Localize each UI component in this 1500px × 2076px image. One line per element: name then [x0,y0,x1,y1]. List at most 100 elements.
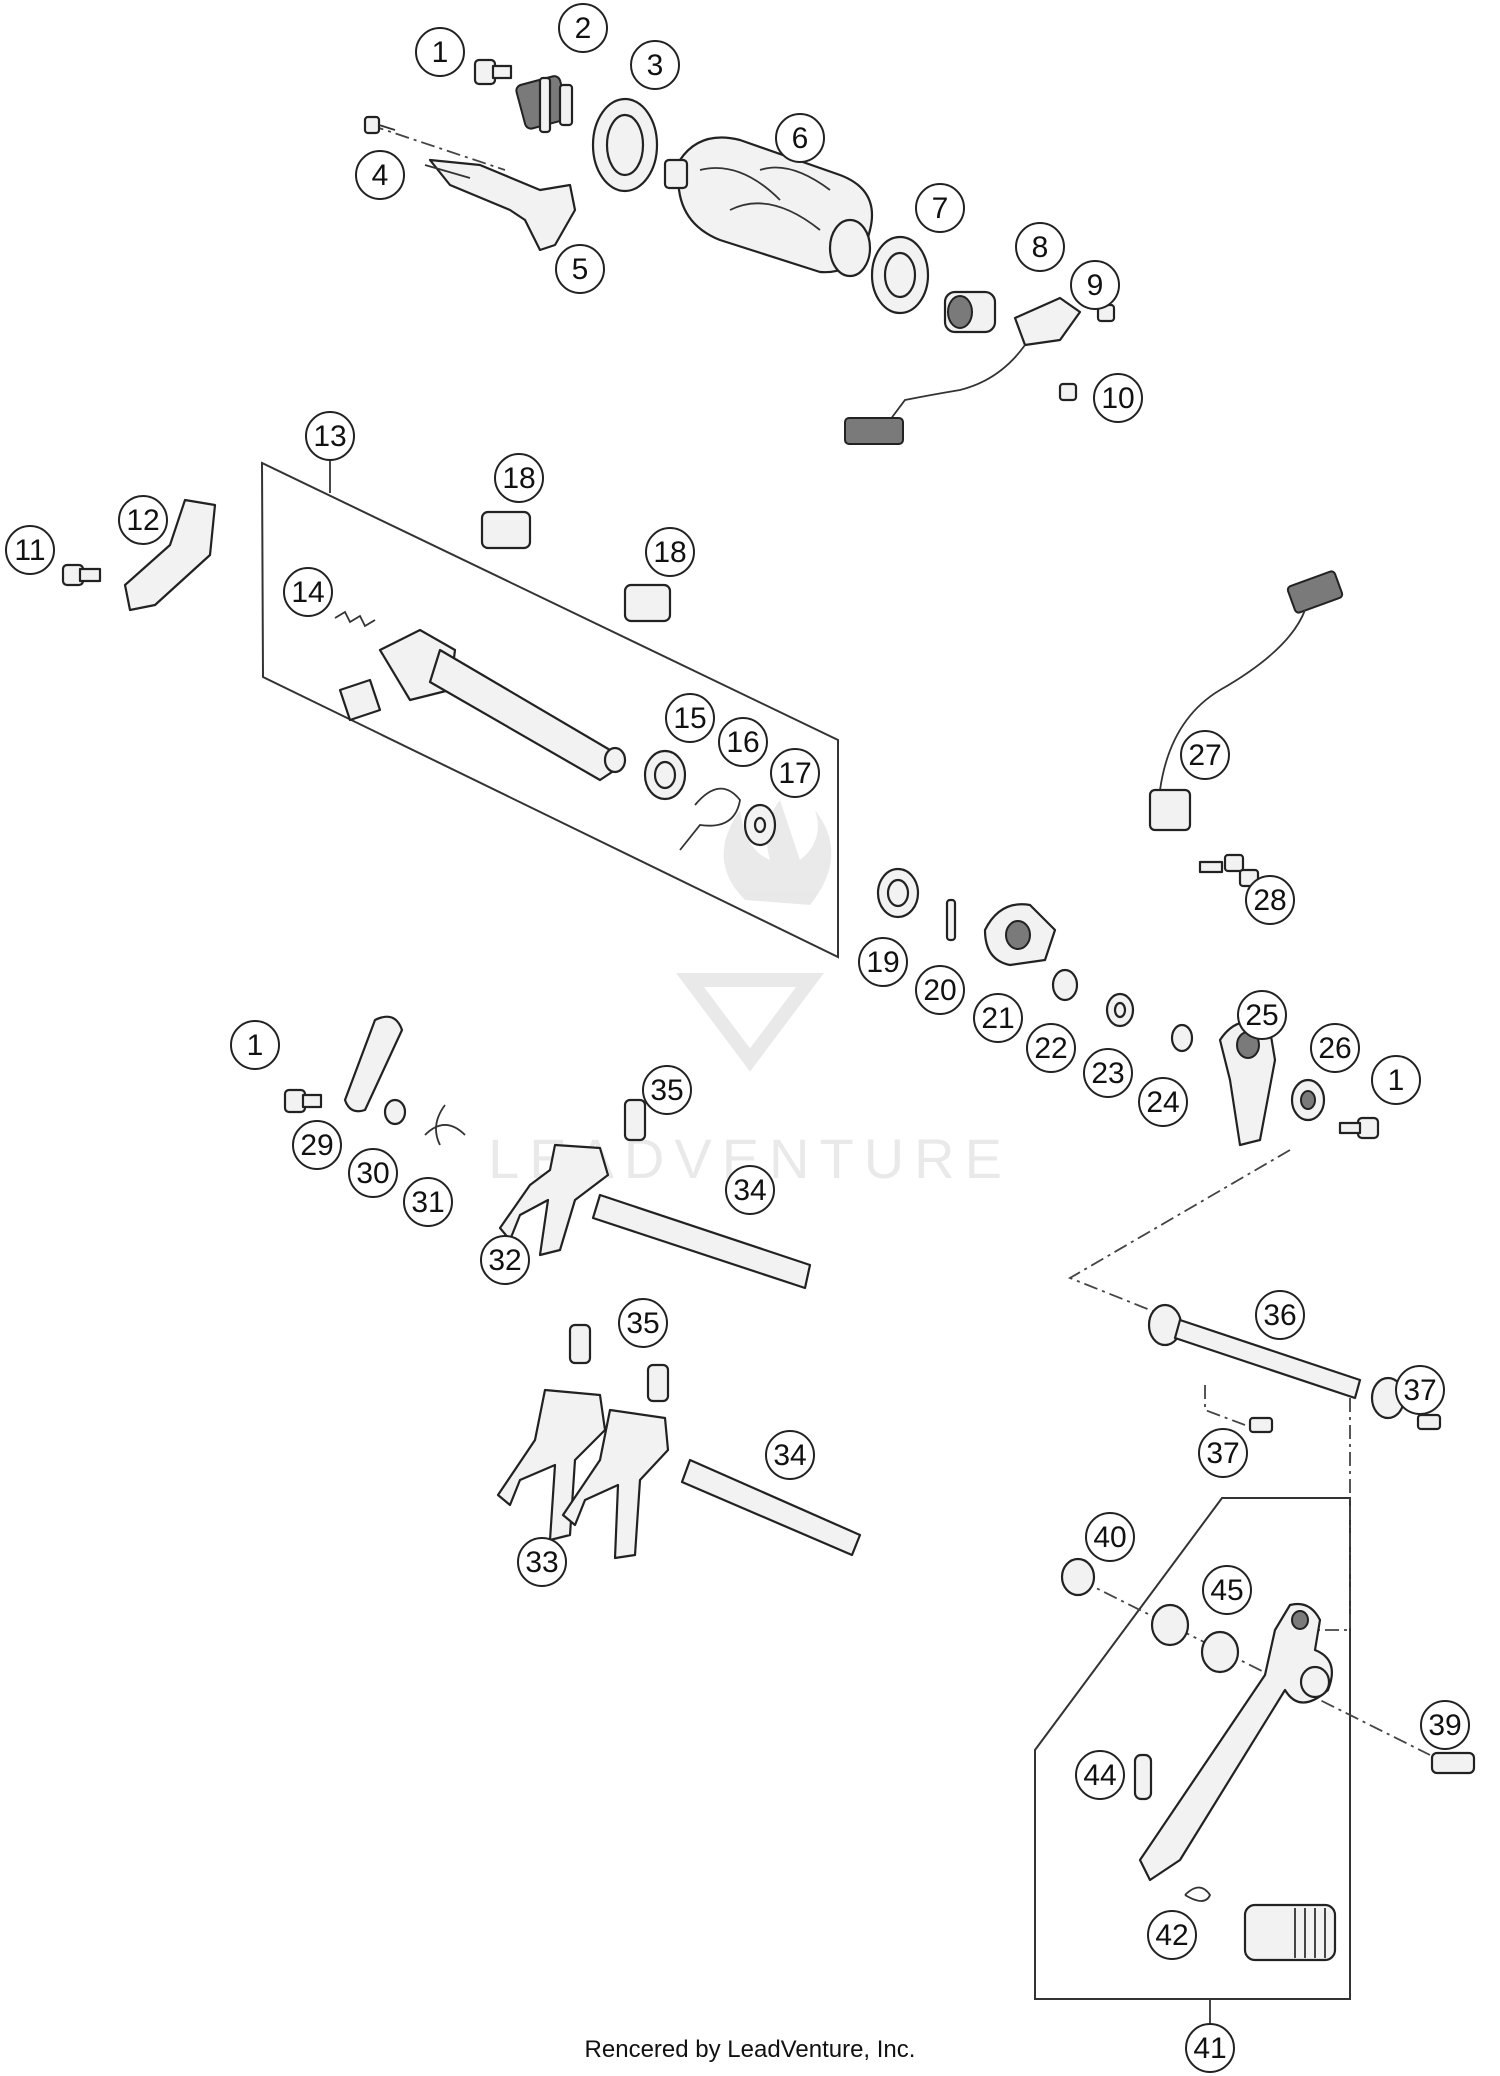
callout-number: 37 [1403,1374,1436,1407]
callout-41: 41 [1185,2023,1235,2073]
callout-circle [1147,1910,1197,1960]
footer-credit: Rencered by LeadVenture, Inc. [584,2036,916,2063]
callout-number: 4 [372,159,389,192]
part-shift-lever [1138,1602,1333,1882]
part-screw [473,58,513,86]
callout-circle [1083,1048,1133,1098]
part-shift-drum [663,136,874,278]
callout-30: 30 [348,1148,398,1198]
callout-circle [1237,990,1287,1040]
callout-number: 34 [733,1174,766,1207]
callout-16: 16 [718,717,768,767]
callout-18: 18 [645,527,695,577]
callout-circle [558,3,608,53]
callout-number: 45 [1210,1574,1243,1607]
callout-circle [915,965,965,1015]
callout-35: 35 [618,1298,668,1348]
callout-7: 7 [915,183,965,233]
callout-34: 34 [765,1430,815,1480]
callout-4: 4 [355,150,405,200]
part-pin [945,898,957,942]
callout-number: 2 [575,12,592,45]
callout-circle [642,1065,692,1115]
callout-circle [283,567,333,617]
callout-circle [1202,1565,1252,1615]
callout-number: 36 [1263,1299,1296,1332]
callout-number: 31 [411,1186,444,1219]
callout-number: 42 [1155,1919,1188,1952]
part-shift-arm [1218,1020,1277,1147]
callout-circle [645,527,695,577]
callout-number: 15 [673,702,706,735]
callout-18: 18 [494,453,544,503]
callout-26: 26 [1310,1023,1360,1073]
callout-circle [915,183,965,233]
callout-number: 21 [981,1002,1014,1035]
callout-circle [403,1177,453,1227]
callout-circle [973,993,1023,1043]
callout-number: 7 [932,192,949,225]
group-frame-41 [1034,1497,1351,2000]
callout-45: 45 [1202,1565,1252,1615]
callout-circle [555,244,605,294]
callout-number: 33 [525,1546,558,1579]
part-spring [334,610,376,628]
callout-circle [1255,1290,1305,1340]
callout-32: 32 [480,1235,530,1285]
callout-circle [1245,875,1295,925]
callout-number: 19 [866,946,899,979]
callout-11: 11 [5,525,55,575]
callout-10: 10 [1093,373,1143,423]
callout-number: 1 [432,36,449,69]
part-shift-fork [498,1143,610,1257]
part-screw [1198,853,1260,888]
axis-lever-link [1310,1398,1351,1631]
callout-number: 20 [923,974,956,1007]
part-screw [61,563,102,587]
callout-number: 22 [1034,1032,1067,1065]
part-bushing [1150,1603,1240,1674]
callout-number: 16 [726,726,759,759]
callout-44: 44 [1075,1750,1125,1800]
callout-39: 39 [1420,1700,1470,1750]
callout-circle [718,717,768,767]
callout-1: 1 [1371,1055,1421,1105]
callout-circle [517,1537,567,1587]
callout-number: 35 [626,1307,659,1340]
callout-number: 1 [247,1029,264,1062]
part-circlip [1184,1886,1212,1902]
callout-17: 17 [770,748,820,798]
part-pin-screw [363,115,396,135]
callout-21: 21 [973,993,1023,1043]
callout-circle [1138,1077,1188,1127]
callout-1: 1 [230,1020,280,1070]
part-torsion-spring [679,787,741,851]
callout-circle [348,1148,398,1198]
callout-number: 35 [650,1074,683,1107]
part-needle-bearing [480,510,672,623]
callout-number: 28 [1253,884,1286,917]
callout-circle [1371,1055,1421,1105]
callout-circle [355,150,405,200]
part-shift-guard [123,498,217,612]
part-bearing [591,97,659,193]
callout-number: 12 [126,504,159,537]
axis-shift-drum [369,124,506,171]
callout-circle [770,748,820,798]
callout-circle [618,1298,668,1348]
callout-15: 15 [665,693,715,743]
callout-circle [1395,1365,1445,1415]
callout-circle [725,1165,775,1215]
watermark-flame-icon [723,800,832,905]
part-washer [743,803,777,847]
callout-number: 39 [1428,1709,1461,1742]
part-washer [1105,992,1135,1028]
callout-number: 30 [356,1157,389,1190]
callout-circle [5,525,55,575]
callout-19: 19 [858,937,908,987]
callout-number: 10 [1101,382,1134,415]
part-shift-rod [1147,1303,1406,1420]
callout-number: 8 [1032,231,1049,264]
part-locking-lever [424,158,577,252]
